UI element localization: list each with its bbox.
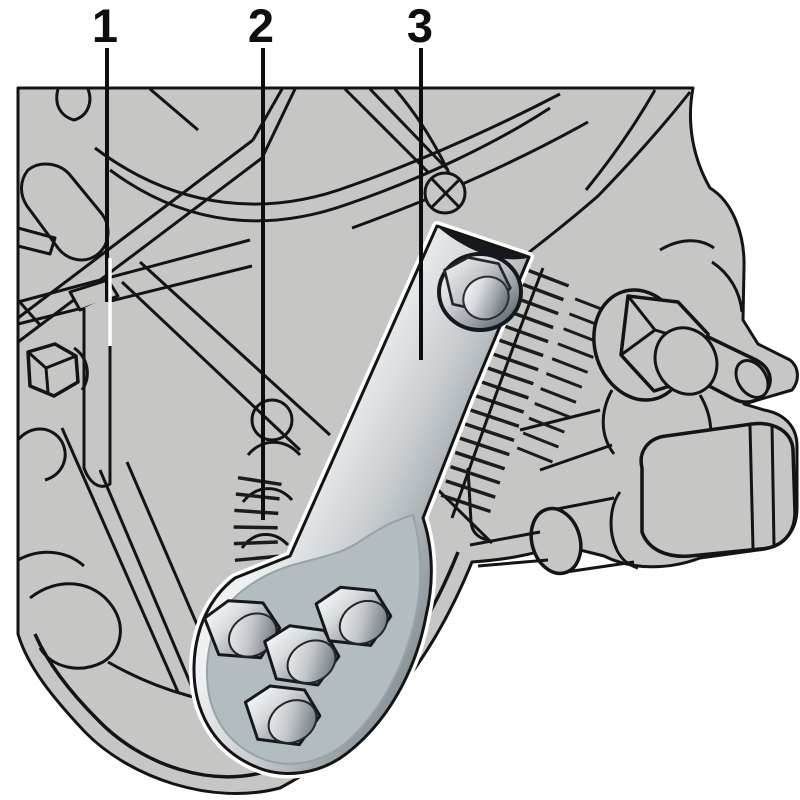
- callout-2-label: 2: [248, 0, 274, 52]
- tool-top-shadow: [439, 228, 528, 260]
- retaining-tool: [188, 221, 534, 779]
- hex-bolt-left: [26, 342, 89, 398]
- callout-leaders: [105, 48, 423, 520]
- callout-1-label: 1: [92, 0, 118, 52]
- callout-3-label: 3: [407, 0, 433, 52]
- bushing-cylinder: [529, 506, 583, 576]
- mount-arm: [639, 421, 797, 558]
- tensioner-roller: [423, 171, 467, 215]
- callout-labels: 1 2 3: [92, 0, 433, 52]
- tool-top-bolt: [437, 252, 523, 332]
- engine-mount-assembly: [469, 288, 797, 576]
- timing-belt-teeth: [233, 265, 615, 563]
- tensioner-bracket: [16, 226, 222, 693]
- belt-edge-line: [450, 267, 545, 519]
- tool-pocket-bolts: [203, 585, 393, 747]
